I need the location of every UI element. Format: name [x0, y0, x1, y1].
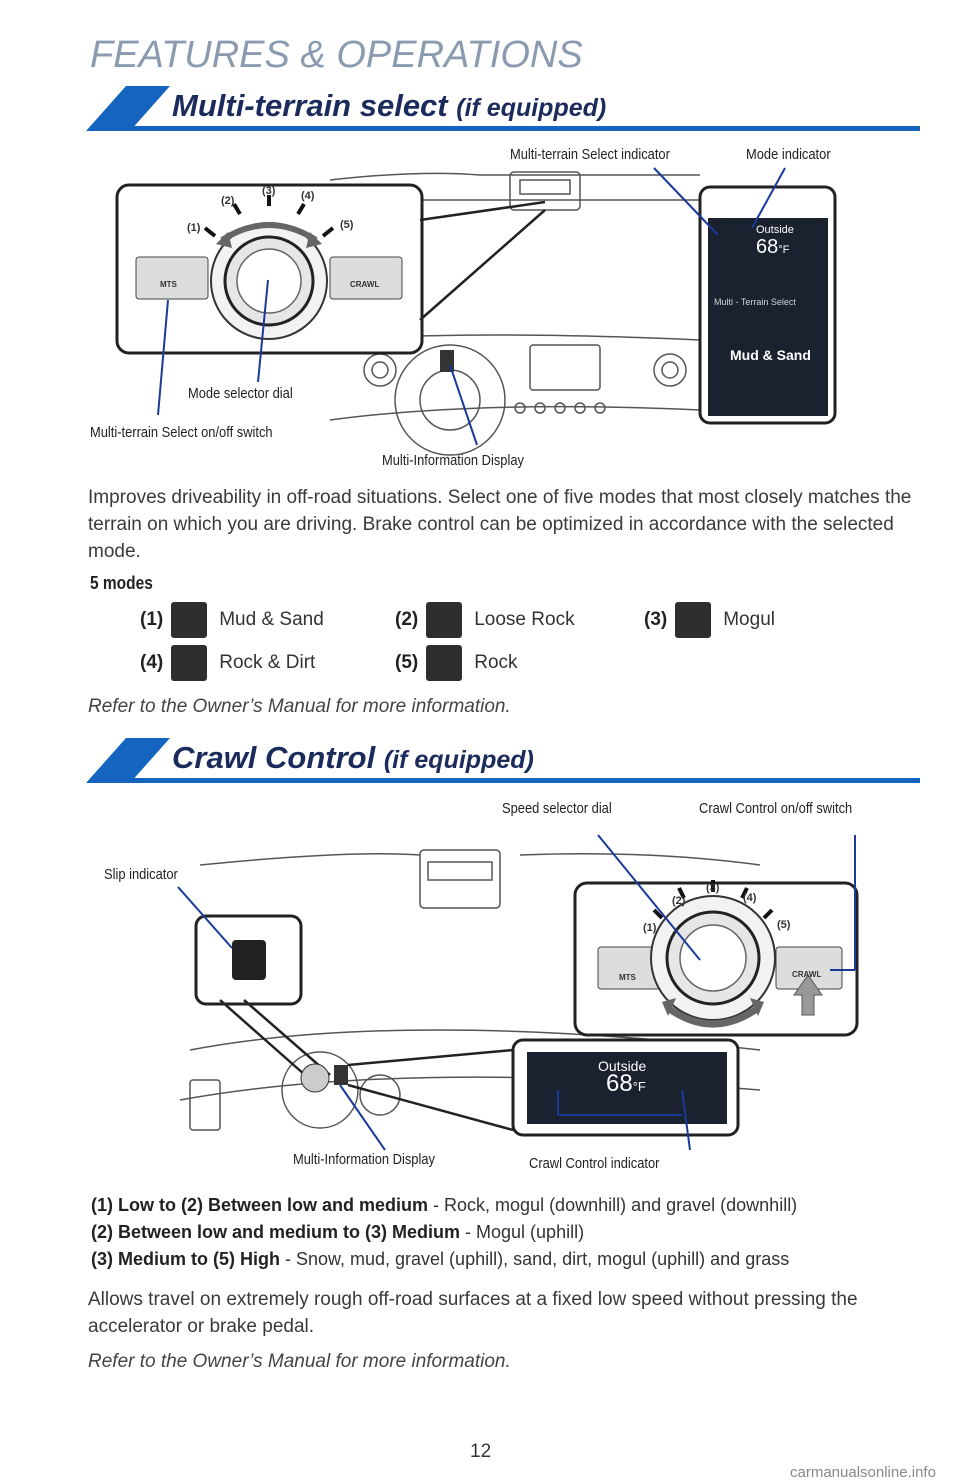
crawl-note: Refer to the Owner’s Manual for more inf…: [88, 1351, 511, 1372]
crawl-callout-slip: Slip indicator: [104, 866, 178, 883]
mts-callout-switch: Multi-terrain Select on/off switch: [90, 424, 273, 441]
mts-dial-num-1: (1): [187, 222, 201, 234]
mts-display-mode: Mud & Sand: [730, 347, 811, 363]
mts-dial-num-3: (3): [262, 185, 276, 197]
speed-desc: - Snow, mud, gravel (uphill), sand, dirt…: [279, 1249, 790, 1269]
crawl-title: Crawl Control (if equipped): [172, 740, 534, 776]
rock-dirt-mode-icon: [171, 645, 208, 681]
mts-button-label: MTS: [160, 280, 177, 289]
mogul-mode-icon: [675, 602, 712, 638]
mode-num: (2): [395, 609, 419, 630]
crawl-dial-num-4: (4): [743, 892, 757, 904]
crawl-description: Allows travel on extremely rough off-roa…: [88, 1289, 858, 1337]
crawl-dial-num-3: (3): [706, 882, 720, 894]
mode-name: Loose Rock: [474, 609, 575, 630]
crawl-mts-button-label: MTS: [619, 973, 636, 982]
section-banner-mts: [86, 86, 920, 131]
speed-desc: - Mogul (uphill): [460, 1222, 585, 1242]
mts-modes-heading: 5 modes: [90, 573, 153, 593]
mts-display-outside: Outside: [756, 224, 794, 236]
mts-note: Refer to the Owner’s Manual for more inf…: [88, 696, 511, 717]
page-number: 12: [470, 1441, 492, 1462]
crawl-display-outside: Outside: [598, 1058, 647, 1074]
mts-dial-num-5: (5): [340, 219, 354, 231]
mts-description: Improves driveability in off-road situat…: [88, 487, 912, 562]
mode-name: Mogul: [723, 609, 775, 630]
crawl-callout-indicator: Crawl Control indicator: [529, 1155, 660, 1172]
mts-callout-dial: Mode selector dial: [188, 385, 293, 402]
crawl-speed-row-2: (2) Between low and medium to (3) Medium…: [91, 1219, 797, 1246]
crawl-speed-row-3: (3) Medium to (5) High - Snow, mud, grav…: [91, 1246, 797, 1273]
mode-name: Mud & Sand: [219, 609, 324, 630]
crawl-callout-mid: Multi-Information Display: [293, 1151, 435, 1168]
section-banner-crawl: [86, 738, 920, 783]
crawl-crawl-button-label: CRAWL: [792, 970, 822, 979]
mode-name: Rock & Dirt: [219, 652, 316, 673]
crawl-speed-list: (1) Low to (2) Between low and medium - …: [91, 1192, 797, 1273]
page-header: FEATURES & OPERATIONS: [90, 34, 583, 76]
mts-illustration: [115, 167, 837, 456]
speed-range: (3) Medium to (5) High: [91, 1249, 280, 1269]
crawl-dial-num-2: (2): [672, 895, 686, 907]
mode-num: (5): [395, 652, 419, 673]
mode-item-3: (3) Mogul: [644, 602, 775, 638]
mode-item-4: (4) Rock & Dirt: [140, 645, 315, 681]
mts-title: Multi-terrain select (if equipped): [172, 88, 606, 124]
mts-display-temp: 68°F: [756, 236, 789, 259]
crawl-display-temp-value: 68: [606, 1070, 633, 1097]
mode-item-2: (2) Loose Rock: [395, 602, 575, 638]
crawl-button-label: CRAWL: [350, 280, 380, 289]
speed-desc: - Rock, mogul (downhill) and gravel (dow…: [428, 1195, 798, 1215]
mts-callout-mid: Multi-Information Display: [382, 452, 524, 469]
mts-title-main: Multi-terrain select: [172, 88, 448, 123]
mts-dial-num-4: (4): [301, 190, 315, 202]
mts-title-suffix: (if equipped): [456, 94, 607, 122]
loose-rock-mode-icon: [426, 602, 463, 638]
crawl-title-main: Crawl Control: [172, 740, 376, 775]
crawl-display-temp: 68°F: [606, 1070, 646, 1098]
mts-display-temp-value: 68: [756, 236, 779, 258]
mts-callout-indicator: Multi-terrain Select indicator: [510, 146, 670, 163]
mode-num: (1): [140, 609, 164, 630]
mts-callout-mode-indicator: Mode indicator: [746, 146, 831, 163]
mode-item-1: (1) Mud & Sand: [140, 602, 324, 638]
mts-display-temp-unit: °F: [778, 244, 790, 256]
crawl-callout-speed-dial: Speed selector dial: [502, 800, 612, 817]
crawl-dial-num-1: (1): [643, 922, 657, 934]
mode-name: Rock: [474, 652, 518, 673]
mts-dial-num-2: (2): [221, 195, 235, 207]
mode-num: (4): [140, 652, 164, 673]
mode-item-5: (5) Rock: [395, 645, 518, 681]
crawl-display-temp-unit: °F: [632, 1079, 646, 1094]
mud-sand-mode-icon: [171, 602, 208, 638]
crawl-title-suffix: (if equipped): [383, 746, 534, 774]
mts-display-menu: Multi - Terrain Select: [714, 297, 796, 307]
crawl-callout-switch: Crawl Control on/off switch: [699, 800, 853, 817]
mode-num: (3): [644, 609, 668, 630]
watermark: carmanualsonline.info: [790, 1464, 936, 1481]
crawl-dial-num-5: (5): [777, 919, 791, 931]
speed-range: (2) Between low and medium to (3) Medium: [91, 1222, 461, 1242]
speed-range: (1) Low to (2) Between low and medium: [91, 1195, 429, 1215]
crawl-illustration: [177, 834, 859, 1151]
crawl-speed-row-1: (1) Low to (2) Between low and medium - …: [91, 1192, 797, 1219]
rock-mode-icon: [426, 645, 463, 681]
